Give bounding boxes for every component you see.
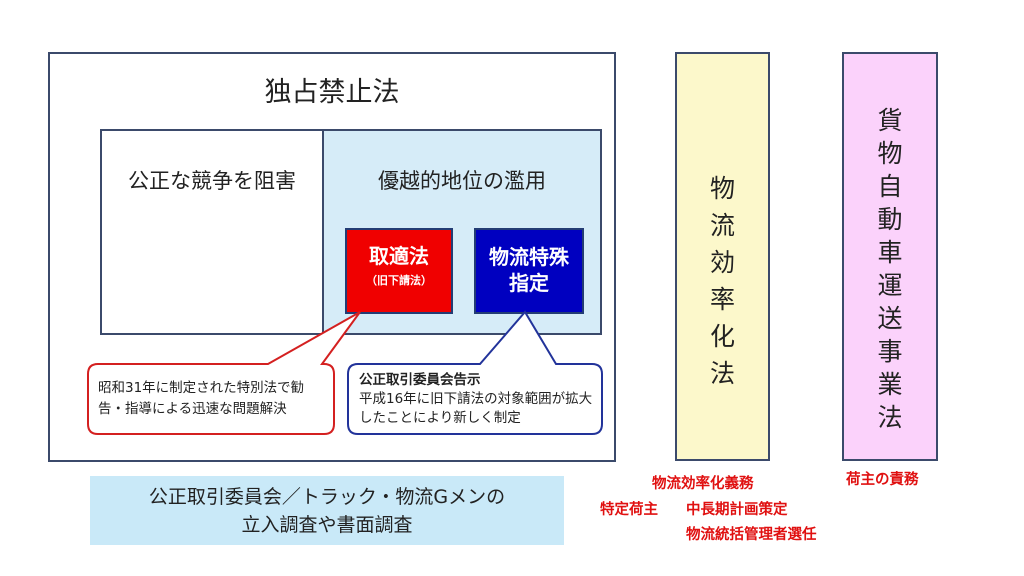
fair-competition-label: 公正な競争を阻害 (128, 169, 296, 193)
motor-truck-business-law-box (842, 52, 938, 461)
blue-callout-title: 公正取引委員会告示 (359, 372, 481, 388)
logistics-special-designation-label: 物流特殊指定 (489, 245, 569, 295)
efficiency-duty-text: 物流効率化義務 (652, 476, 754, 492)
blue-callout-bubble (347, 310, 603, 435)
investigation-line-2: 立入調査や書面調査 (241, 514, 413, 536)
subcontract-act-box: 取適法 （旧下請法） (345, 228, 453, 314)
logistics-efficiency-law-text: 物流効率化法 (709, 174, 735, 388)
logistics-manager-text: 物流統括管理者選任 (686, 527, 817, 543)
antimonopoly-law-title: 独占禁止法 (264, 77, 400, 108)
designated-shipper-text: 特定荷主 (600, 502, 658, 518)
logistics-efficiency-law-label: 物流効率化法 (675, 170, 770, 392)
subcontract-act-sublabel: （旧下請法） (366, 274, 432, 287)
red-callout-bubble (87, 311, 361, 435)
fair-competition-box (100, 129, 324, 335)
mid-long-term-plan-text: 中長期計画策定 (686, 502, 788, 518)
logistics-efficiency-law-box (675, 52, 770, 461)
blue-callout-text: 公正取引委員会告示 平成16年に旧下請法の対象範囲が拡大したことにより新しく制定 (359, 371, 599, 428)
logistics-special-designation-box: 物流特殊指定 (474, 228, 584, 314)
investigation-line-1: 公正取引委員会／トラック・物流Gメンの (148, 486, 506, 508)
shipper-duty-text: 荷主の責務 (846, 472, 919, 488)
abuse-of-dominance-label: 優越的地位の濫用 (378, 169, 546, 193)
motor-truck-business-law-text: 貨物自動車運送事業法 (877, 106, 903, 432)
motor-truck-business-law-label: 貨物自動車運送事業法 (842, 104, 938, 434)
blue-callout-body: 平成16年に旧下請法の対象範囲が拡大したことにより新しく制定 (359, 391, 593, 426)
subcontract-act-label: 取適法 (369, 244, 429, 268)
red-callout-text: 昭和31年に制定された特別法で勧告・指導による迅速な問題解決 (98, 380, 305, 417)
investigation-box: 公正取引委員会／トラック・物流Gメンの 立入調査や書面調査 (90, 476, 564, 545)
